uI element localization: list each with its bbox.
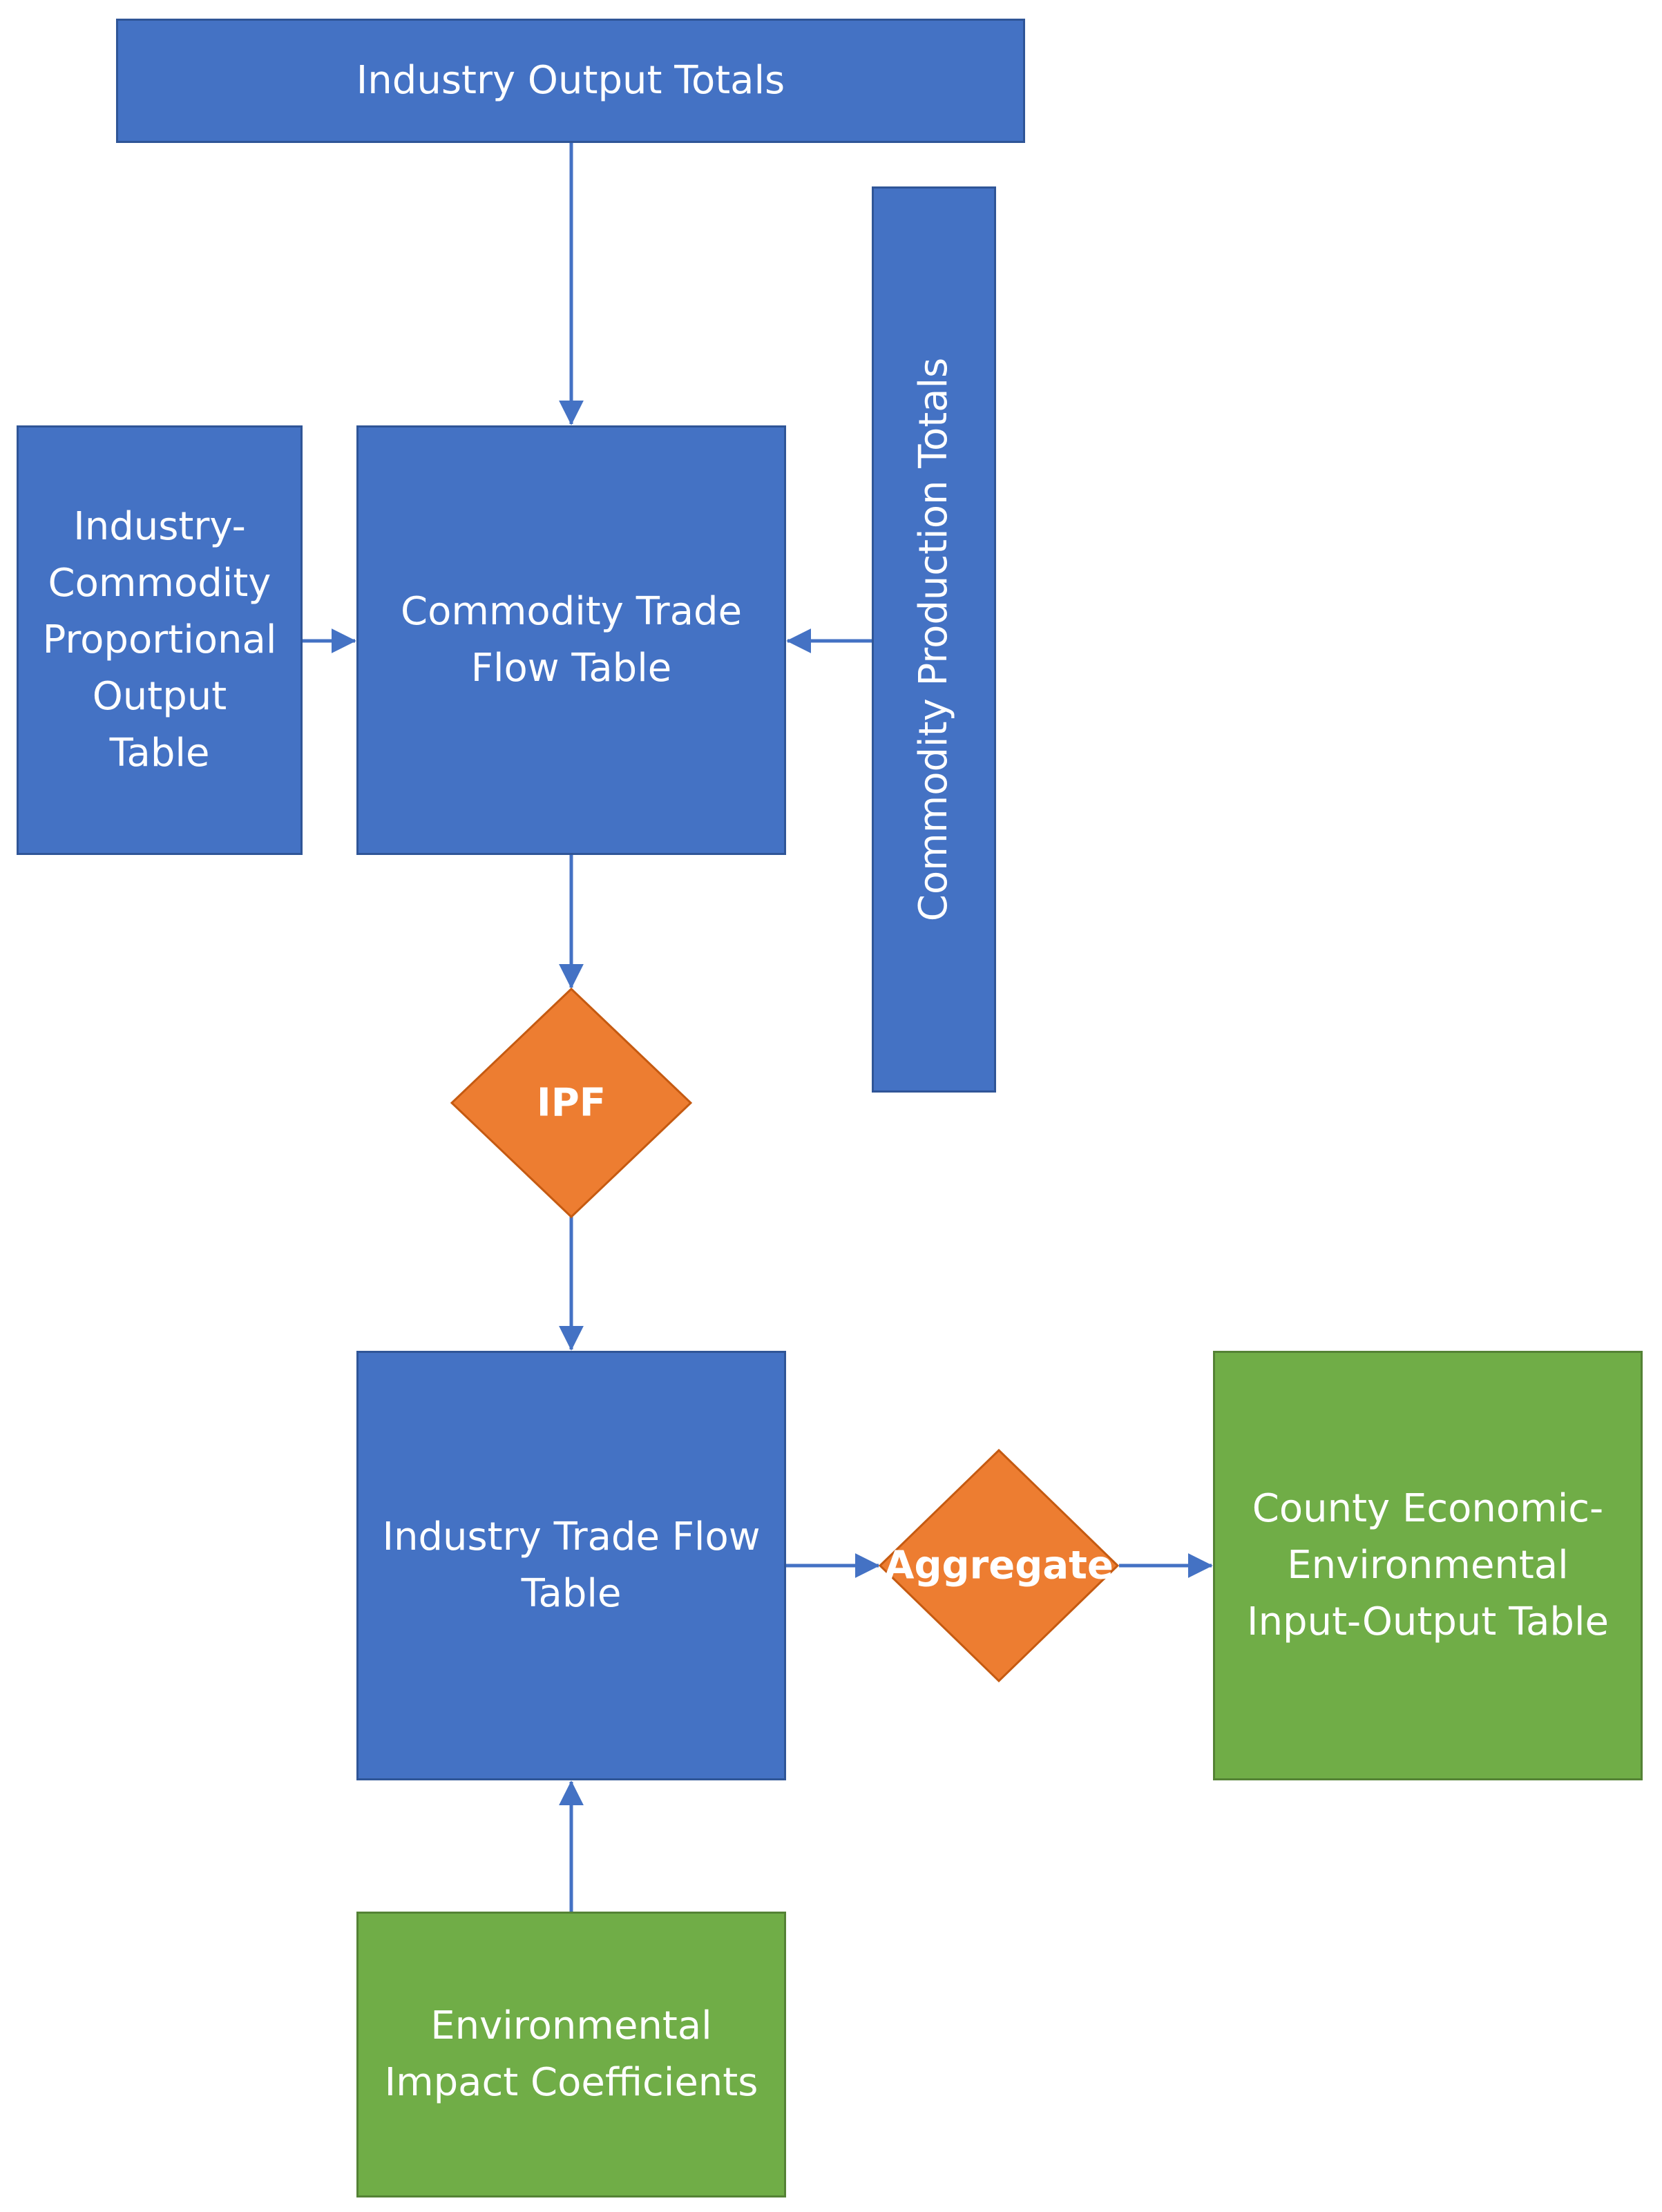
industry-trade-flow-table-label: Industry Trade Flow Table (382, 1514, 761, 1616)
industry-commodity-proportional-output-table-label: Industry- Commodity Proportional Output … (42, 504, 277, 776)
commodity-production-totals-box: Commodity Production Totals (872, 186, 996, 1093)
industry-trade-flow-table-box: Industry Trade Flow Table (356, 1351, 786, 1780)
environmental-impact-coefficients-box: Environmental Impact Coefficients (356, 1912, 786, 2197)
commodity-trade-flow-table-label: Commodity Trade Flow Table (400, 589, 743, 691)
ipf-diamond: IPF (450, 987, 693, 1219)
county-economic-environmental-io-table-label: County Economic- Environmental Input-Out… (1247, 1486, 1609, 1644)
county-economic-environmental-io-table-box: County Economic- Environmental Input-Out… (1213, 1351, 1643, 1780)
ipf-label: IPF (537, 1081, 606, 1126)
industry-commodity-proportional-output-table-box: Industry- Commodity Proportional Output … (17, 425, 303, 855)
industry-output-totals-box: Industry Output Totals (116, 19, 1025, 143)
aggregate-label: Aggregate (884, 1543, 1114, 1588)
commodity-trade-flow-table-box: Commodity Trade Flow Table (356, 425, 786, 855)
environmental-impact-coefficients-label: Environmental Impact Coefficients (384, 2003, 758, 2105)
aggregate-diamond: Aggregate (878, 1448, 1120, 1683)
industry-output-totals-label: Industry Output Totals (356, 58, 785, 103)
